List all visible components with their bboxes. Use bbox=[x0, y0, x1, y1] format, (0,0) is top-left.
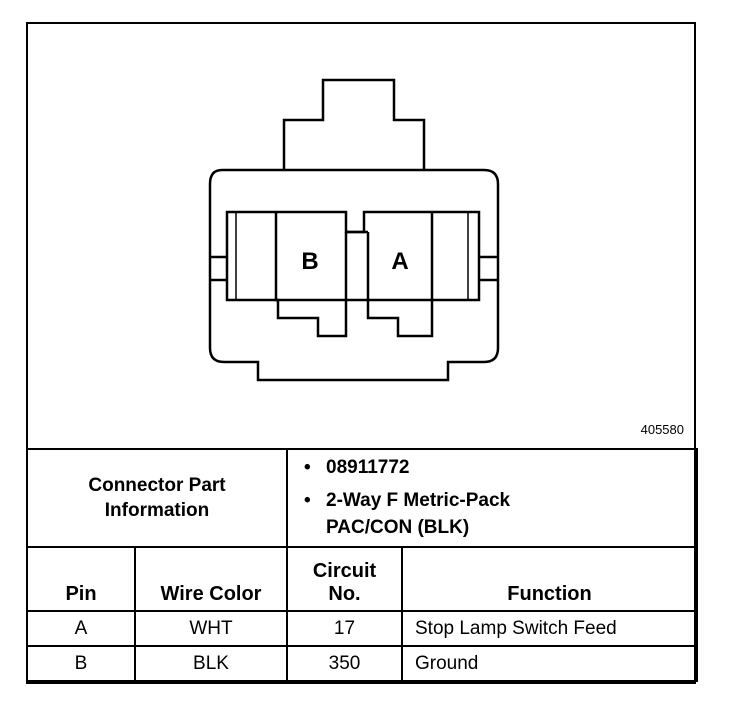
figure-id: 405580 bbox=[640, 422, 684, 437]
connector-part-label: Connector Part Information bbox=[26, 448, 288, 548]
header-pin: Pin bbox=[26, 546, 136, 612]
header-function: Function bbox=[401, 546, 698, 612]
right-notch bbox=[479, 255, 498, 282]
header-circuit: Circuit No. bbox=[286, 546, 403, 612]
table-row: B BLK 350 Ground bbox=[26, 645, 698, 682]
part-number: •08911772 bbox=[304, 454, 696, 481]
connector-sheet: B A 405580 Connector Part Information •0… bbox=[26, 22, 698, 684]
pin-cell: A bbox=[26, 610, 136, 647]
center-divider bbox=[345, 238, 369, 336]
connector-description-line2: PAC/CON (BLK) bbox=[326, 517, 470, 538]
header-wire-color: Wire Color bbox=[134, 546, 288, 612]
connector-part-label-line2: Information bbox=[104, 500, 210, 521]
connector-cavity bbox=[225, 210, 481, 302]
table-header-row: Pin Wire Color Circuit No. Function bbox=[26, 546, 698, 612]
pin-label-b: B bbox=[301, 248, 318, 275]
bullet-glyph: • bbox=[304, 457, 311, 478]
circuit-cell: 350 bbox=[286, 645, 403, 682]
connector-info-table: Connector Part Information •08911772 •2-… bbox=[26, 448, 698, 682]
function-cell: Ground bbox=[401, 645, 698, 682]
connector-latch bbox=[282, 78, 426, 170]
function-cell: Stop Lamp Switch Feed bbox=[401, 610, 698, 647]
terminal-b bbox=[274, 212, 348, 338]
connector-part-details: •08911772 •2-Way F Metric-Pack PAC/CON (… bbox=[286, 448, 698, 548]
circuit-cell: 17 bbox=[286, 610, 403, 647]
connector-part-label-line1: Connector Part bbox=[88, 475, 226, 496]
connector-description: •2-Way F Metric-Pack bbox=[304, 487, 696, 514]
pin-label-a: A bbox=[391, 248, 408, 275]
table-row: A WHT 17 Stop Lamp Switch Feed bbox=[26, 610, 698, 647]
connector-body-outline bbox=[208, 168, 500, 382]
connector-drawing: B A bbox=[208, 78, 500, 382]
pin-cell: B bbox=[26, 645, 136, 682]
wire-color-cell: BLK bbox=[134, 645, 288, 682]
left-notch bbox=[210, 255, 227, 282]
wire-color-cell: WHT bbox=[134, 610, 288, 647]
connector-info-row: Connector Part Information •08911772 •2-… bbox=[26, 448, 698, 548]
bullet-glyph: • bbox=[304, 490, 311, 511]
